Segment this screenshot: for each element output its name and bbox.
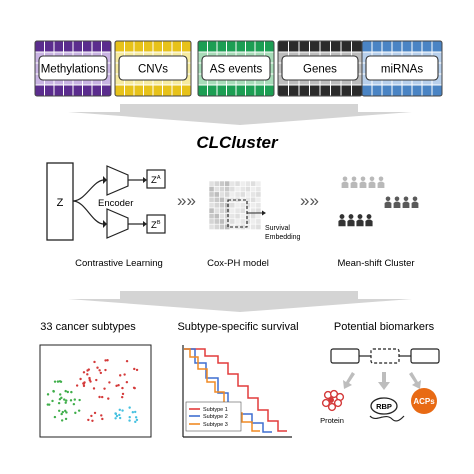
subtype-scatter-frame bbox=[39, 344, 152, 438]
arrow-to-protein bbox=[343, 372, 355, 389]
method-title: CLCluster bbox=[196, 133, 279, 152]
contrastive-learning-block: Z Encoder ZA ZB bbox=[46, 162, 166, 241]
down-arrow-2 bbox=[68, 291, 412, 312]
result-header-survival: Subtype-specific survival bbox=[177, 321, 298, 333]
patient-clusters bbox=[338, 176, 419, 227]
km-legend-3: Subtype 3 bbox=[203, 422, 228, 428]
encoder-lower bbox=[106, 208, 129, 239]
branch-lower-arrow bbox=[72, 200, 104, 225]
down-arrow-1 bbox=[68, 104, 412, 125]
km-survival-plot: Subtype 1 Subtype 2 Subtype 3 bbox=[182, 345, 292, 438]
km-curve-subtype-1 bbox=[184, 348, 287, 432]
survival-label-line2: Embedding bbox=[265, 234, 301, 241]
chevron-icon-2: »» bbox=[300, 191, 319, 210]
km-legend-2: Subtype 2 bbox=[203, 414, 228, 420]
km-curve-subtype-2 bbox=[184, 348, 272, 433]
protein-label: Protein bbox=[320, 416, 344, 425]
acps-label: ACPs bbox=[413, 397, 435, 406]
step-label-meanshift: Mean-shift Cluster bbox=[337, 258, 414, 269]
gene-block-middle bbox=[370, 348, 400, 364]
omics-label-0: Methylations bbox=[41, 64, 106, 76]
omics-label-3: Genes bbox=[303, 64, 337, 76]
result-header-subtypes: 33 cancer subtypes bbox=[40, 321, 136, 333]
za-label: ZA bbox=[151, 175, 161, 186]
cox-ph-matrix bbox=[208, 180, 262, 230]
omics-label-4: miRNAs bbox=[381, 64, 423, 76]
chevron-icon-1: »» bbox=[177, 191, 196, 210]
result-header-biomarkers: Potential biomarkers bbox=[334, 321, 435, 333]
biomarker-panel: Protein RBP ACPs bbox=[320, 348, 440, 425]
arrow-to-acps bbox=[409, 372, 421, 389]
step-label-contrastive: Contrastive Learning bbox=[75, 258, 163, 269]
gene-block-right bbox=[410, 348, 440, 364]
za-box bbox=[146, 169, 166, 189]
branch-upper-arrow bbox=[72, 179, 104, 202]
acps-icon bbox=[411, 388, 437, 414]
arrow-to-rbp bbox=[378, 372, 390, 390]
omics-data-types: Methylations CNVs AS events Genes miRNAs bbox=[34, 40, 443, 97]
input-z-box bbox=[46, 162, 74, 241]
step-label-coxph: Cox-PH model bbox=[207, 258, 269, 269]
omics-label-2: AS events bbox=[210, 64, 263, 76]
gene-block-left bbox=[330, 348, 360, 364]
km-curve-subtype-3 bbox=[184, 348, 260, 432]
encoder-label: Encoder bbox=[98, 198, 133, 209]
subtype-scatter-points bbox=[46, 359, 139, 424]
input-z-label: Z bbox=[57, 197, 64, 209]
rbp-icon bbox=[369, 397, 405, 422]
survival-label-line1: Survival bbox=[265, 225, 290, 232]
protein-icon bbox=[321, 389, 345, 412]
zb-label: ZB bbox=[151, 220, 161, 231]
zb-box bbox=[146, 214, 166, 234]
omics-label-1: CNVs bbox=[138, 64, 168, 76]
encoder-upper bbox=[106, 165, 129, 196]
rbp-label: RBP bbox=[376, 402, 392, 411]
km-legend-1: Subtype 1 bbox=[203, 407, 228, 413]
